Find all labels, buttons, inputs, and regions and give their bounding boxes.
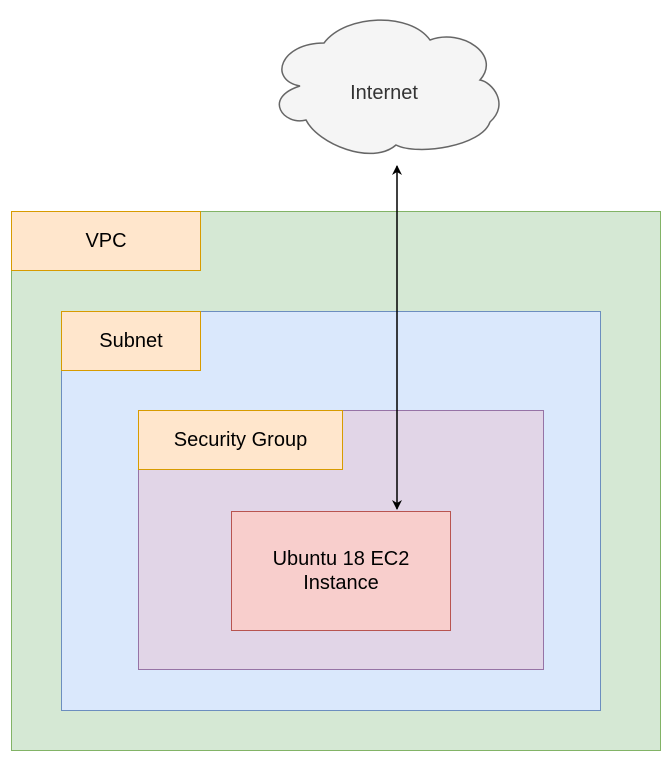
internet-label: Internet [350, 82, 418, 104]
ec2-instance-node: Ubuntu 18 EC2 Instance [231, 511, 451, 631]
vpc-label: VPC [11, 211, 201, 271]
internet-node: Internet [278, 19, 500, 155]
subnet-label-text: Subnet [99, 329, 163, 352]
subnet-label: Subnet [61, 311, 201, 371]
cloud-icon [278, 19, 500, 155]
security-group-label-text: Security Group [173, 428, 308, 451]
ec2-instance-label: Ubuntu 18 EC2 Instance [272, 548, 410, 594]
vpc-label-text: VPC [85, 229, 127, 252]
security-group-label: Security Group [138, 410, 343, 470]
